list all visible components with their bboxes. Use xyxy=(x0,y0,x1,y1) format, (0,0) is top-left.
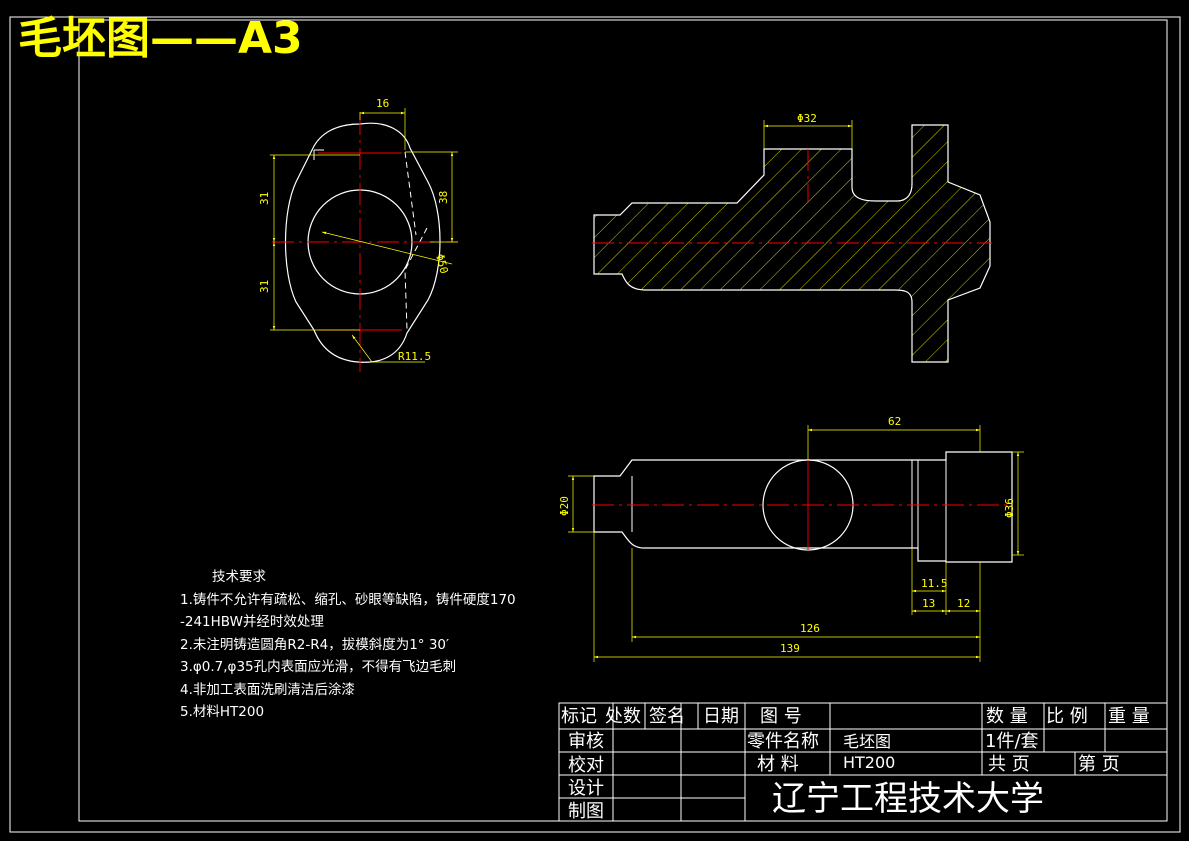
tb-chushu: 处数 xyxy=(605,706,641,727)
dim-11-5: 11.5 xyxy=(921,577,948,590)
section-view: Φ32 xyxy=(592,112,992,363)
dim-phi32: Φ32 xyxy=(797,112,817,125)
dim-38: 38 xyxy=(437,191,450,204)
tb-jiaodui: 校对 xyxy=(568,755,604,776)
dim-13: 13 xyxy=(922,597,935,610)
dim-12: 12 xyxy=(957,597,970,610)
tb-bili: 比 例 xyxy=(1046,706,1088,727)
section-outline xyxy=(593,124,991,363)
tb-qianming: 签名 xyxy=(649,706,685,727)
tb-qty: 1件/套 xyxy=(985,731,1039,752)
tb-gong: 共 页 xyxy=(988,754,1030,775)
note-line-1: 1.铸件不允许有疏松、缩孔、砂眼等缺陷，铸件硬度170 xyxy=(180,591,516,608)
top-outline xyxy=(593,451,1013,563)
outer-border xyxy=(9,16,1181,833)
end-view: 16 31 31 38 Φ50 R11.5 xyxy=(258,97,458,372)
tb-cailiao: 材 料 xyxy=(757,754,799,775)
notes-title: 技术要求 xyxy=(212,569,266,585)
dim-62: 62 xyxy=(888,415,901,428)
dim-31-top: 31 xyxy=(258,192,271,205)
dim-phi36: Φ36 xyxy=(1003,498,1016,518)
note-line-4: 3.φ0.7,φ35孔内表面应光滑，不得有飞边毛刺 xyxy=(180,659,457,675)
tb-shuliang: 数 量 xyxy=(986,706,1028,727)
tb-tuhao: 图 号 xyxy=(760,706,802,727)
tb-biaoji: 标记 xyxy=(561,706,597,727)
end-view-outline xyxy=(284,122,441,363)
tb-lingjian: 零件名称 xyxy=(747,731,819,752)
tb-zhongliang: 重 量 xyxy=(1108,706,1150,727)
note-line-2: -241HBW并经时效处理 xyxy=(180,614,324,630)
dim-126: 126 xyxy=(800,622,820,635)
title-block-grid xyxy=(558,702,1168,822)
dim-31-bottom: 31 xyxy=(258,280,271,293)
tb-shenhe: 审核 xyxy=(568,731,604,752)
drawing-title: 毛坯图——A3 xyxy=(18,13,303,64)
dim-r115: R11.5 xyxy=(398,350,431,363)
note-line-5: 4.非加工表面洗刷清洁后涂漆 xyxy=(180,681,355,698)
dim-16: 16 xyxy=(376,97,389,110)
dim-phi20: Φ20 xyxy=(558,496,571,516)
tb-riqi: 日期 xyxy=(703,706,739,727)
tb-material: HT200 xyxy=(843,753,896,772)
tb-di: 第 页 xyxy=(1078,754,1120,775)
top-view: 62 Φ20 Φ36 11.5 13 12 126 139 xyxy=(558,415,1024,662)
technical-requirements: 技术要求 1.铸件不允许有疏松、缩孔、砂眼等缺陷，铸件硬度170 -241HBW… xyxy=(180,566,516,724)
tb-zhitu: 制图 xyxy=(568,801,604,822)
tb-university: 辽宁工程技术大学 xyxy=(772,779,1044,819)
dim-phi50: Φ50 xyxy=(433,253,450,275)
dim-139: 139 xyxy=(780,642,800,655)
note-line-6: 5.材料HT200 xyxy=(180,704,265,720)
tb-part-name: 毛坯图 xyxy=(843,732,892,751)
note-line-3: 2.未注明铸造圆角R2-R4，拔模斜度为1° 30′ xyxy=(180,636,450,653)
tb-sheji: 设计 xyxy=(568,778,604,799)
